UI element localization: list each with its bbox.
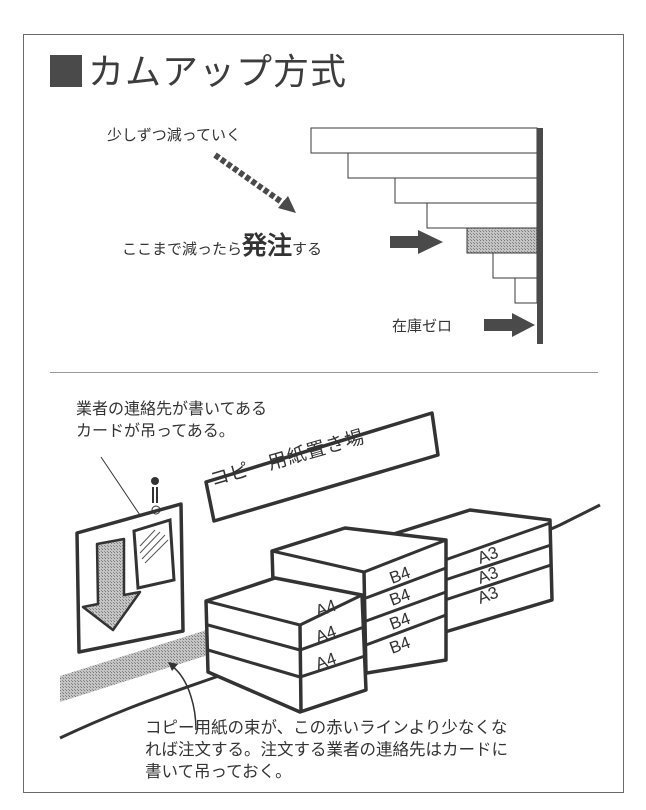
stack-a4 [204,576,368,714]
down-arrow-icon [81,537,142,632]
label-stock-zero: 在庫ゼロ [392,317,453,335]
caption-line3: 書いて吊っておく。 [145,762,292,781]
caption-line2: れば注文する。注文する業者の連絡先はカードに [145,740,508,759]
caption-leader-arrowhead [168,662,178,671]
stock-staircase [310,127,538,304]
section-divider [50,372,598,373]
caption-leader-line [171,665,197,731]
stock-level [347,152,538,179]
stock-level [492,252,538,279]
stock-level [310,127,538,154]
label-order-point: ここまで減ったら 発注 する [122,226,322,262]
stock-level [514,277,538,304]
label-decreasing: 少しずつ減っていく [107,126,241,144]
label-order-suffix: する [292,240,323,258]
order-arrow [390,230,443,254]
stock-wall [537,128,543,344]
stock-level [426,202,538,229]
stock-level [394,177,538,204]
card-note: 業者の連絡先が書いてある カードが吊ってある。 [76,398,267,442]
storage-sign [204,411,440,523]
caption: コピー用紙の束が、この赤いラインより少なくな れば注文する。注文する業者の連絡先… [145,717,508,783]
figure-frame [23,34,624,793]
card-note-line1: 業者の連絡先が書いてある [76,399,268,418]
title-text: カムアップ方式 [88,52,348,93]
caption-line1: コピー用紙の束が、この赤いラインより少なくな [145,718,508,737]
stock-level-order-point [466,227,538,254]
card-note-line2: カードが吊ってある。 [76,421,235,440]
kanban-board [75,477,185,654]
zero-arrow [484,313,535,337]
dotted-arrow [213,152,296,213]
page-title: カムアップ方式 [50,45,347,93]
title-square-icon [50,55,82,87]
hook-pin-icon [151,477,159,485]
label-order-big: 発注 [242,231,293,260]
label-order-prefix: ここまで減ったら [122,240,243,258]
